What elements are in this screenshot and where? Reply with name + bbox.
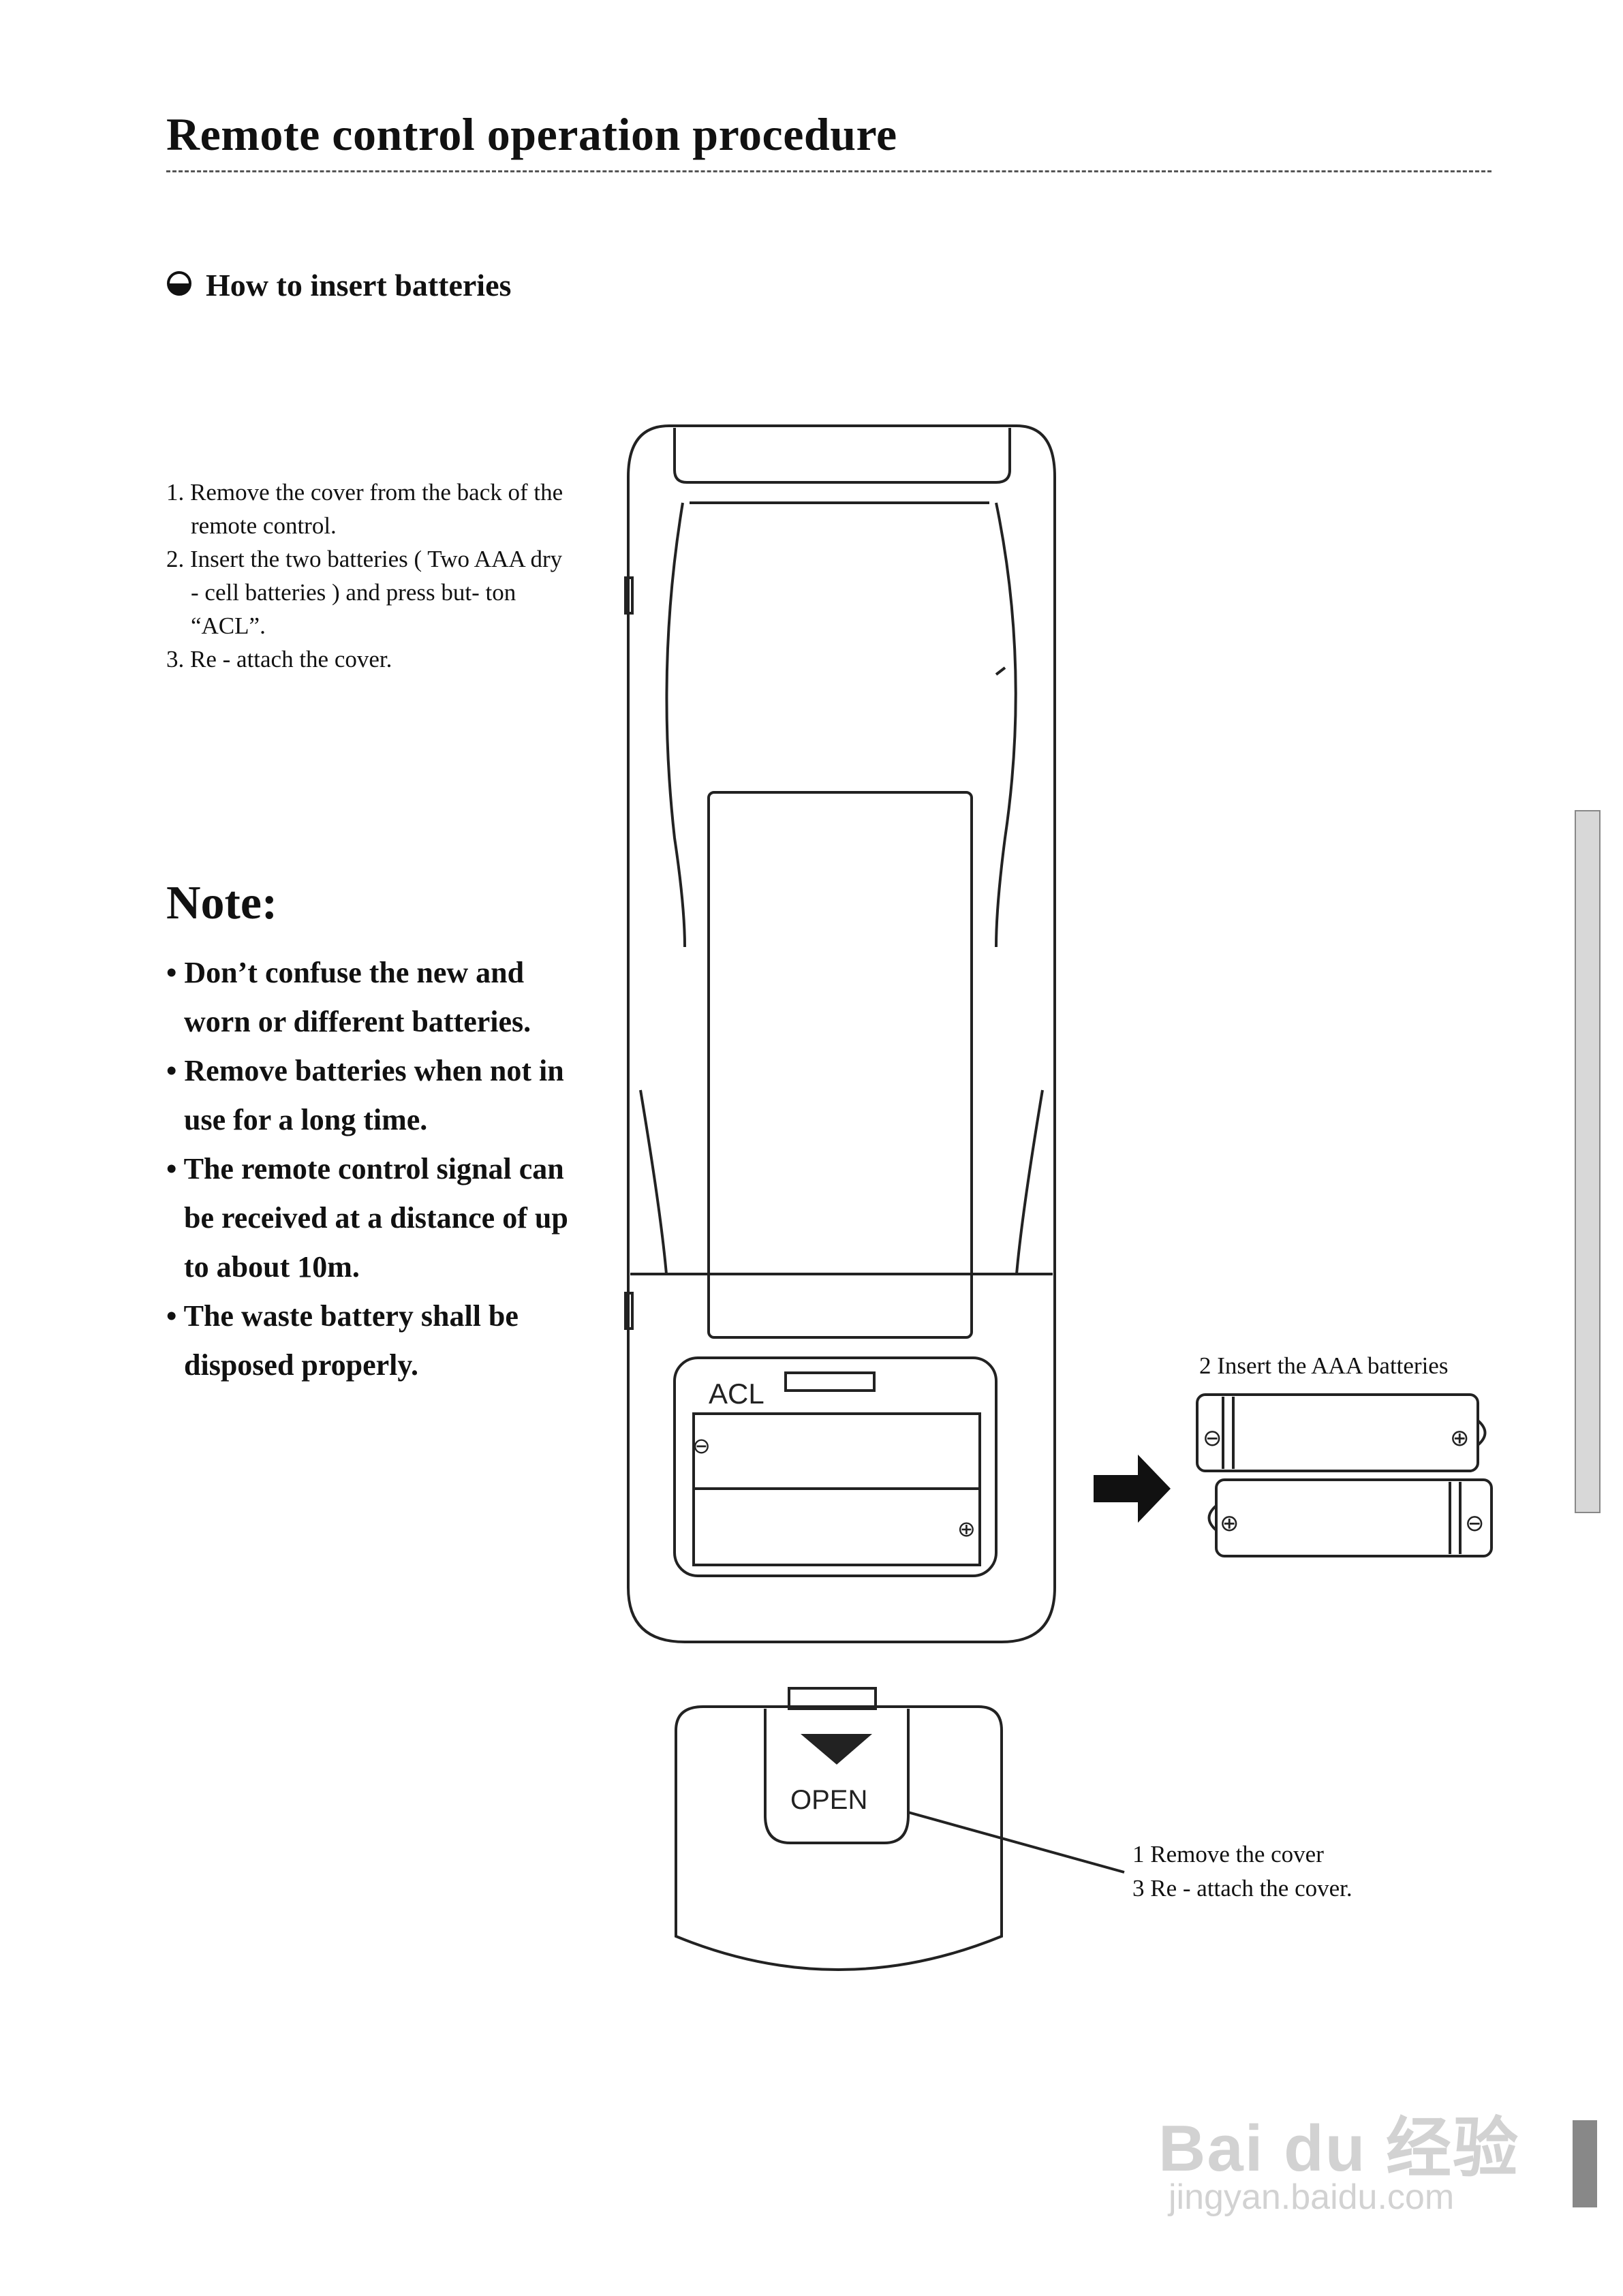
- page-tab-stripe: [1575, 810, 1601, 1513]
- remote-body-outline: [627, 424, 1056, 1643]
- aaa-batteries: [1196, 1393, 1493, 1557]
- open-triangle-icon: [801, 1734, 872, 1765]
- open-label: OPEN: [790, 1785, 867, 1815]
- notes-list: • Don’t confuse the new and worn or diff…: [166, 948, 575, 1390]
- caption-remove-cover: 1 Remove the cover: [1132, 1841, 1324, 1867]
- page-title: Remote control operation procedure: [166, 108, 897, 160]
- right-arrow-icon: [1094, 1455, 1171, 1523]
- note-item: • Don’t confuse the new and worn or diff…: [166, 956, 531, 1038]
- note-item: • Remove batteries when not in use for a…: [166, 1054, 564, 1136]
- remote-center-panel: [707, 791, 973, 1339]
- step-item: 2. Insert the two batteries ( Two AAA dr…: [166, 546, 563, 639]
- note-item: • The remote control signal can be recei…: [166, 1152, 568, 1284]
- remote-right-curve: [995, 502, 1017, 948]
- battery-bottom: [1215, 1478, 1493, 1557]
- note-heading: Note:: [166, 877, 278, 929]
- compartment-plus-icon: ⊕: [957, 1517, 976, 1541]
- step-item: 1. Remove the cover from the back of the…: [166, 479, 563, 539]
- section-heading: How to insert batteries: [166, 267, 511, 303]
- remote-left-curve: [665, 502, 686, 948]
- remote-top-tab: [673, 428, 1011, 484]
- battery-minus-icon: ⊖: [1465, 1510, 1485, 1536]
- battery-top: [1196, 1393, 1479, 1472]
- compartment-minus-icon: ⊖: [692, 1433, 711, 1458]
- caption-reattach-cover: 3 Re - attach the cover.: [1132, 1875, 1352, 1902]
- battery-cover: [675, 1687, 1125, 1971]
- watermark-url: jingyan.baidu.com: [1169, 2177, 1455, 2217]
- acl-label: ACL: [709, 1378, 764, 1410]
- circle-bullet-icon: [166, 270, 192, 300]
- battery-compartment: [673, 1356, 998, 1577]
- battery-plus-icon: ⊕: [1220, 1510, 1239, 1536]
- title-divider: [166, 170, 1491, 172]
- page-corner-mark: [1573, 2120, 1597, 2207]
- steps-list: 1. Remove the cover from the back of the…: [166, 476, 575, 676]
- watermark-brand: Bai du 经验: [1158, 2112, 1520, 2185]
- note-item: • The waste battery shall be disposed pr…: [166, 1299, 519, 1382]
- caption-insert-batteries: 2 Insert the AAA batteries: [1199, 1352, 1449, 1379]
- acl-button: [784, 1371, 876, 1392]
- section-heading-label: How to insert batteries: [206, 268, 512, 302]
- battery-minus-icon: ⊖: [1203, 1425, 1222, 1451]
- step-item: 3. Re - attach the cover.: [166, 646, 392, 672]
- battery-plus-icon: ⊕: [1450, 1425, 1470, 1451]
- cover-pointer-line: [908, 1811, 1125, 1874]
